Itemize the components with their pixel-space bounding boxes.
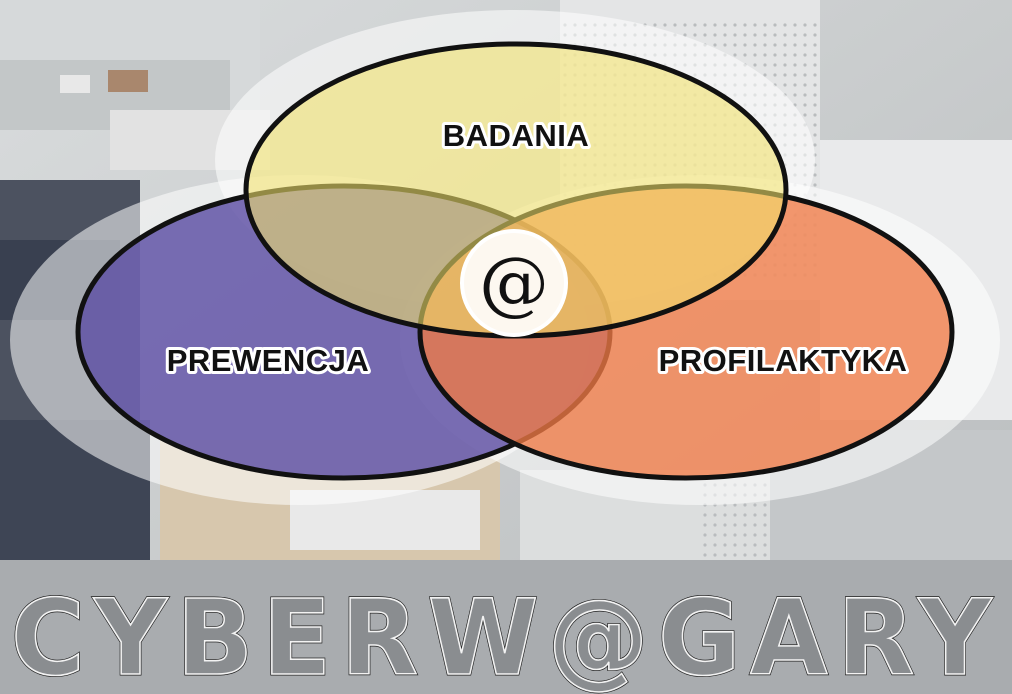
- label-profilaktyka: PROFILAKTYKA: [659, 343, 908, 378]
- center-at-badge: @: [460, 229, 568, 337]
- cyberwagary-wordmark: CYBERW@GARY: [11, 577, 1001, 694]
- center-at-symbol: @: [479, 242, 549, 324]
- cyberwagary-wordmark-inline: CYBERW@GARY: [11, 577, 1001, 694]
- label-badania: BADANIA: [443, 118, 589, 153]
- label-prewencja: PREWENCJA: [167, 343, 370, 378]
